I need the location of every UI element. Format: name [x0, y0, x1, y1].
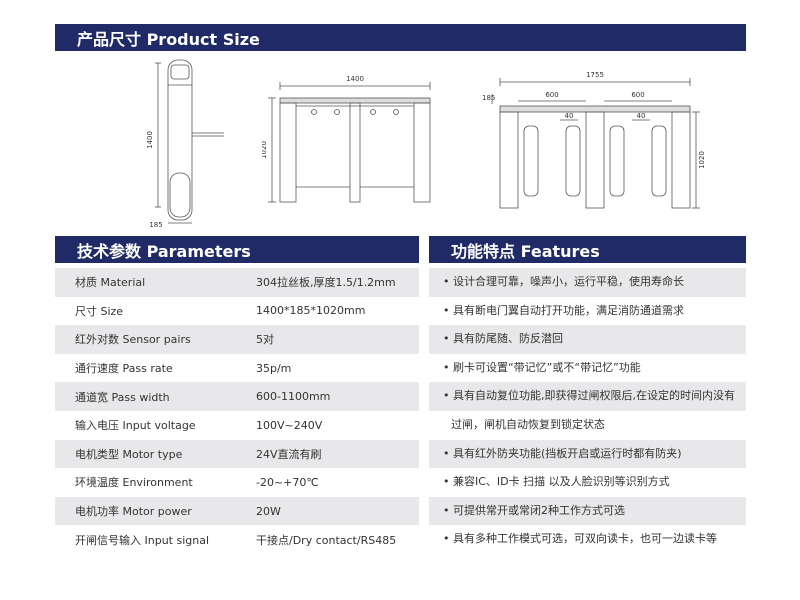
top-gap-left-label: 40: [565, 112, 574, 120]
param-key: 环境温度 Environment: [75, 476, 193, 490]
top-depth-label: 185: [482, 94, 495, 102]
param-value: 35p/m: [256, 361, 292, 375]
table-row: 尺寸 Size 1400*185*1020mm: [55, 297, 419, 326]
param-value: 5对: [230, 325, 419, 354]
top-lane-right-label: 600: [631, 91, 644, 99]
top-height-label: 1020: [698, 151, 706, 169]
section-header-product-size: 产品尺寸 Product Size: [55, 24, 746, 51]
list-item: • 具有断电门翼自动打开功能，满足消防通道需求: [443, 303, 684, 317]
features-list: • 设计合理可靠，噪声小，运行平稳，使用寿命长 • 具有断电门翼自动打开功能，满…: [429, 268, 746, 554]
top-view-drawing: 1755 185 600 600 40 40 1020: [482, 71, 706, 209]
list-item: • 具有多种工作模式可选，可双向读卡，也可一边读卡等: [443, 532, 717, 546]
param-value: 20W: [230, 496, 419, 526]
param-key: 电机类型 Motor type: [55, 439, 230, 469]
top-width-label: 1755: [586, 71, 604, 79]
param-key: 输入电压 Input voltage: [75, 419, 196, 433]
top-lane-left-label: 600: [545, 91, 558, 99]
param-key: 尺寸 Size: [75, 304, 124, 318]
top-gap-right-label: 40: [637, 112, 646, 120]
param-value: 600-1100mm: [230, 382, 419, 411]
param-key: 通道宽 Pass width: [55, 382, 230, 411]
list-item: 过闸，闸机自动恢复到锁定状态: [451, 417, 605, 431]
table-row: 开闸信号输入 Input signal 干接点/Dry contact/RS485: [55, 525, 419, 554]
param-value: -20~+70℃: [256, 475, 319, 489]
list-item: • 设计合理可靠，噪声小，运行平稳，使用寿命长: [429, 268, 746, 297]
section-header-features: 功能特点 Features: [429, 236, 746, 263]
list-item: • 具有红外防夹功能(挡板开启或运行时都有防夹): [429, 439, 746, 469]
side-width-label: 185: [149, 221, 162, 229]
param-key: 通行速度 Pass rate: [75, 362, 173, 376]
param-value: 1400*185*1020mm: [256, 304, 366, 318]
param-key: 材质 Material: [55, 268, 230, 297]
param-value: 干接点/Dry contact/RS485: [256, 533, 397, 547]
front-view-drawing: 1400 1020: [262, 75, 431, 203]
param-value: 24V直流有刷: [230, 439, 419, 469]
list-item: • 可提供常开或常闭2种工作方式可选: [429, 496, 746, 526]
table-row: 环境温度 Environment -20~+70℃: [55, 468, 419, 497]
list-item: • 兼容IC、ID卡 扫描 以及人脸识别等识别方式: [443, 475, 670, 489]
front-width-label: 1400: [346, 75, 364, 83]
param-key: 红外对数 Sensor pairs: [55, 325, 230, 354]
list-item: • 刷卡可设置“带记忆”或不“带记忆”功能: [443, 360, 641, 374]
side-height-label: 1400: [146, 131, 154, 149]
param-key: 开闸信号输入 Input signal: [75, 533, 210, 547]
list-item: • 具有自动复位功能,即获得过闸权限后,在设定的时间内没有: [429, 382, 746, 411]
side-view-drawing: 1400 185: [146, 59, 224, 229]
list-item: • 具有防尾随、防反潜回: [429, 325, 746, 354]
param-key: 电机功率 Motor power: [55, 496, 230, 526]
front-height-label: 1020: [262, 141, 268, 159]
section-header-parameters: 技术参数 Parameters: [55, 236, 419, 263]
table-row: 通行速度 Pass rate 35p/m: [55, 354, 419, 383]
param-value: 100V~240V: [256, 418, 323, 432]
param-value: 304拉丝板,厚度1.5/1.2mm: [230, 268, 419, 297]
table-row: 输入电压 Input voltage 100V~240V: [55, 411, 419, 440]
